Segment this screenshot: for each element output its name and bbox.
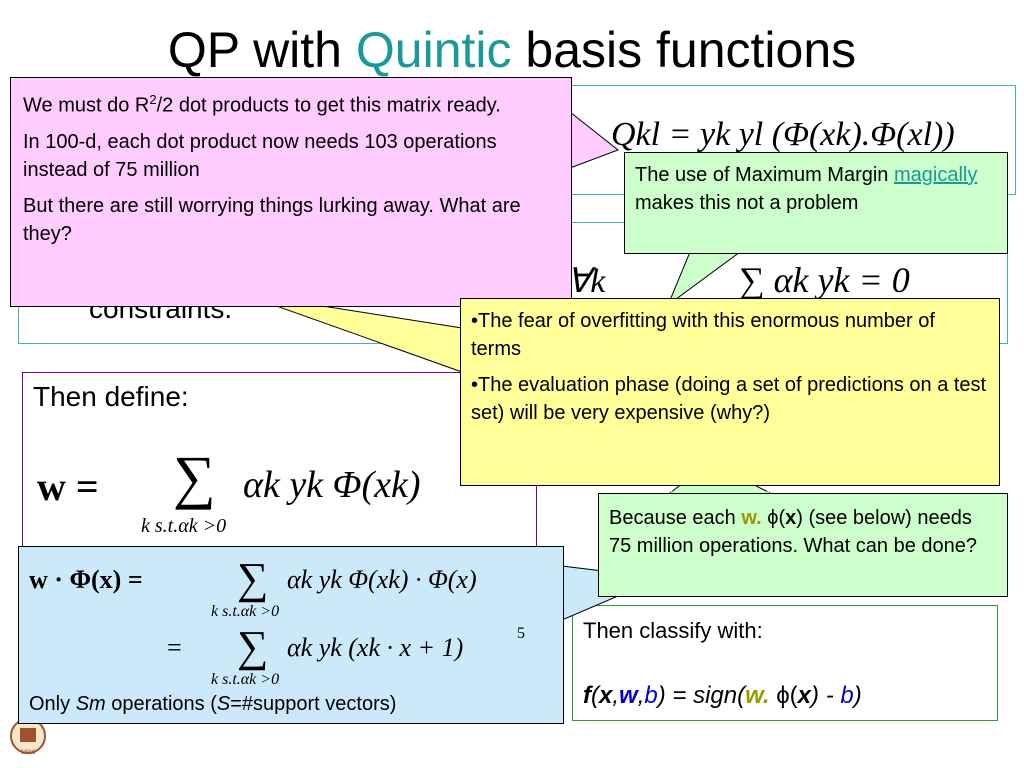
close-paren: ) bbox=[853, 682, 862, 709]
minus-text: ) - bbox=[811, 682, 841, 709]
phi-symbol: ϕ( bbox=[769, 682, 798, 709]
pink-callout: We must do R2/2 dot products to get this… bbox=[10, 77, 572, 307]
w-equals: w = bbox=[37, 464, 99, 509]
x-symbol: x bbox=[599, 682, 613, 709]
paren-open: ( bbox=[591, 682, 599, 709]
note-s: S bbox=[216, 693, 231, 715]
classify-formula: f(x,w,b) = sign(w. ϕ(x) - b) bbox=[583, 682, 862, 710]
green2-x: x bbox=[785, 507, 797, 529]
green2-phi: ϕ( bbox=[761, 507, 786, 529]
note-mid: operations ( bbox=[105, 693, 217, 715]
w-sum-subscript: k s.t.αk >0 bbox=[141, 515, 227, 537]
note-sm: Sm bbox=[75, 693, 106, 715]
title-prefix: QP with bbox=[167, 22, 356, 78]
classify-label: Then classify with: bbox=[583, 618, 763, 643]
classify-box: Then classify with: f(x,w,b) = sign(w. ϕ… bbox=[572, 605, 998, 721]
blue-line2-lhs: = bbox=[167, 633, 182, 662]
q-formula: Qkl = yk yl (Φ(xk).Φ(xl)) bbox=[611, 116, 955, 153]
blue-line1-lhs: w · Φ(x) = bbox=[29, 565, 143, 594]
green-callout-operations: Because each w. ϕ(x) (see below) needs 7… bbox=[598, 493, 1008, 597]
x2-symbol: x bbox=[797, 682, 812, 709]
green-text-post: makes this not a problem bbox=[635, 192, 859, 214]
title-suffix: basis functions bbox=[511, 22, 857, 78]
blue-formula-box: w · Φ(x) = ∑ αk yk Φ(xk) · Φ(x) k s.t.αk… bbox=[18, 546, 564, 724]
comma-1: , bbox=[612, 682, 620, 709]
f-symbol: f bbox=[583, 682, 591, 709]
w-summand: αk yk Φ(xk) bbox=[243, 464, 421, 506]
green-callout-max-margin: The use of Maximum Margin magically make… bbox=[624, 152, 1008, 254]
then-define-label: Then define: bbox=[33, 381, 189, 412]
then-define-box: Then define: w = ∑ αk yk Φ(xk) k s.t.αk … bbox=[22, 372, 537, 550]
sign-open: ) = sign( bbox=[657, 682, 746, 709]
svg-text:1896: 1896 bbox=[20, 749, 35, 756]
w-symbol: w bbox=[619, 682, 638, 709]
comma-2: , bbox=[637, 682, 645, 709]
blue-sub-2: k s.t.αk >0 bbox=[211, 671, 280, 688]
yellow-bullet-1: •The fear of overfitting with this enorm… bbox=[471, 310, 935, 360]
pink-line-1-sup: 2 bbox=[149, 92, 157, 107]
support-vector-note: Only Sm operations (S=#support vectors) bbox=[29, 693, 396, 716]
note-post: =#support vectors) bbox=[230, 693, 397, 715]
w2-symbol: w. bbox=[745, 682, 770, 709]
note-pre: Only bbox=[29, 693, 76, 715]
green2-post: ) (see below) needs 75 million operation… bbox=[609, 507, 978, 557]
blue-sum-1: ∑ bbox=[237, 554, 269, 603]
blue-sum-2: ∑ bbox=[237, 622, 269, 671]
pink-line-1-post: /2 dot products to get this matrix ready… bbox=[156, 94, 501, 117]
blue-line2-rhs: αk yk (xk · x + 1) bbox=[287, 633, 464, 662]
green2-w: w. bbox=[741, 507, 762, 529]
blue-sub-1: k s.t.αk >0 bbox=[211, 603, 280, 620]
sum-sign: ∑ bbox=[173, 444, 216, 510]
blue-line2-exp: 5 bbox=[517, 625, 525, 642]
magically-link[interactable]: magically bbox=[893, 164, 978, 186]
pink-line-1: We must do R2/2 dot products to get this… bbox=[23, 86, 559, 120]
green-text-pre: The use of Maximum Margin bbox=[635, 164, 894, 186]
b2-symbol: b bbox=[840, 682, 854, 709]
b-symbol: b bbox=[644, 682, 658, 709]
yellow-callout-worries: •The fear of overfitting with this enorm… bbox=[460, 298, 1000, 486]
blue-line1-rhs: αk yk Φ(xk) · Φ(x) bbox=[287, 565, 477, 594]
green2-pre: Because each bbox=[609, 507, 742, 529]
title-highlight: Quintic bbox=[355, 22, 512, 78]
pink-line-3: But there are still worrying things lurk… bbox=[23, 194, 521, 245]
slide-title: QP with Quintic basis functions bbox=[0, 18, 1024, 82]
forall-k: ∀k bbox=[567, 263, 606, 300]
pink-line-2: In 100-d, each dot product now needs 103… bbox=[23, 130, 497, 181]
sum-alpha-y-zero: ∑ αk yk = 0 bbox=[739, 260, 910, 300]
pink-line-1-pre: We must do R bbox=[23, 94, 150, 117]
yellow-bullet-2: •The evaluation phase (doing a set of pr… bbox=[471, 374, 987, 424]
